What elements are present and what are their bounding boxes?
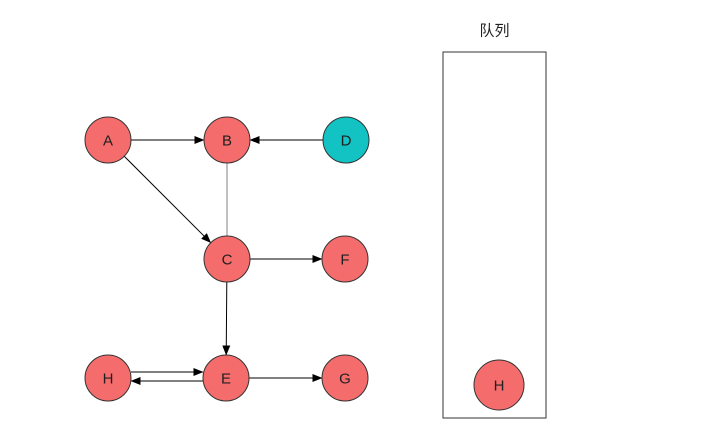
node-B-circle [203,116,251,164]
node-H-label: H [103,370,114,387]
queue-box [442,51,547,419]
node-F-circle [321,235,369,283]
node-A-circle [84,116,132,164]
node-E-circle [202,354,250,402]
edges-layer [123,136,323,385]
node-D: D [322,116,370,164]
queue-title: 队列 [479,22,509,39]
node-G: G [321,354,369,402]
queue-item-H-circle [473,359,525,411]
node-F-label: F [340,251,349,268]
node-H: H [84,354,132,402]
node-C-label: C [222,251,233,268]
node-H-circle [84,354,132,402]
nodes-layer: A B D C F H E G [84,116,370,402]
edge-A-C [123,155,212,244]
node-B: B [203,116,251,164]
node-C-circle [203,235,251,283]
node-A-label: A [103,132,113,149]
node-D-circle [322,116,370,164]
node-G-circle [321,354,369,402]
queue-item-H-label: H [494,377,505,394]
queue-layer: 队列 H [442,22,547,419]
node-F: F [321,235,369,283]
queue-item-H: H [473,359,525,411]
node-D-label: D [341,132,352,149]
node-G-label: G [339,370,351,387]
node-E-label: E [221,370,231,387]
node-C: C [203,235,251,283]
node-B-label: B [222,132,232,149]
node-A: A [84,116,132,164]
node-E: E [202,354,250,402]
edge-C-E [222,281,231,356]
